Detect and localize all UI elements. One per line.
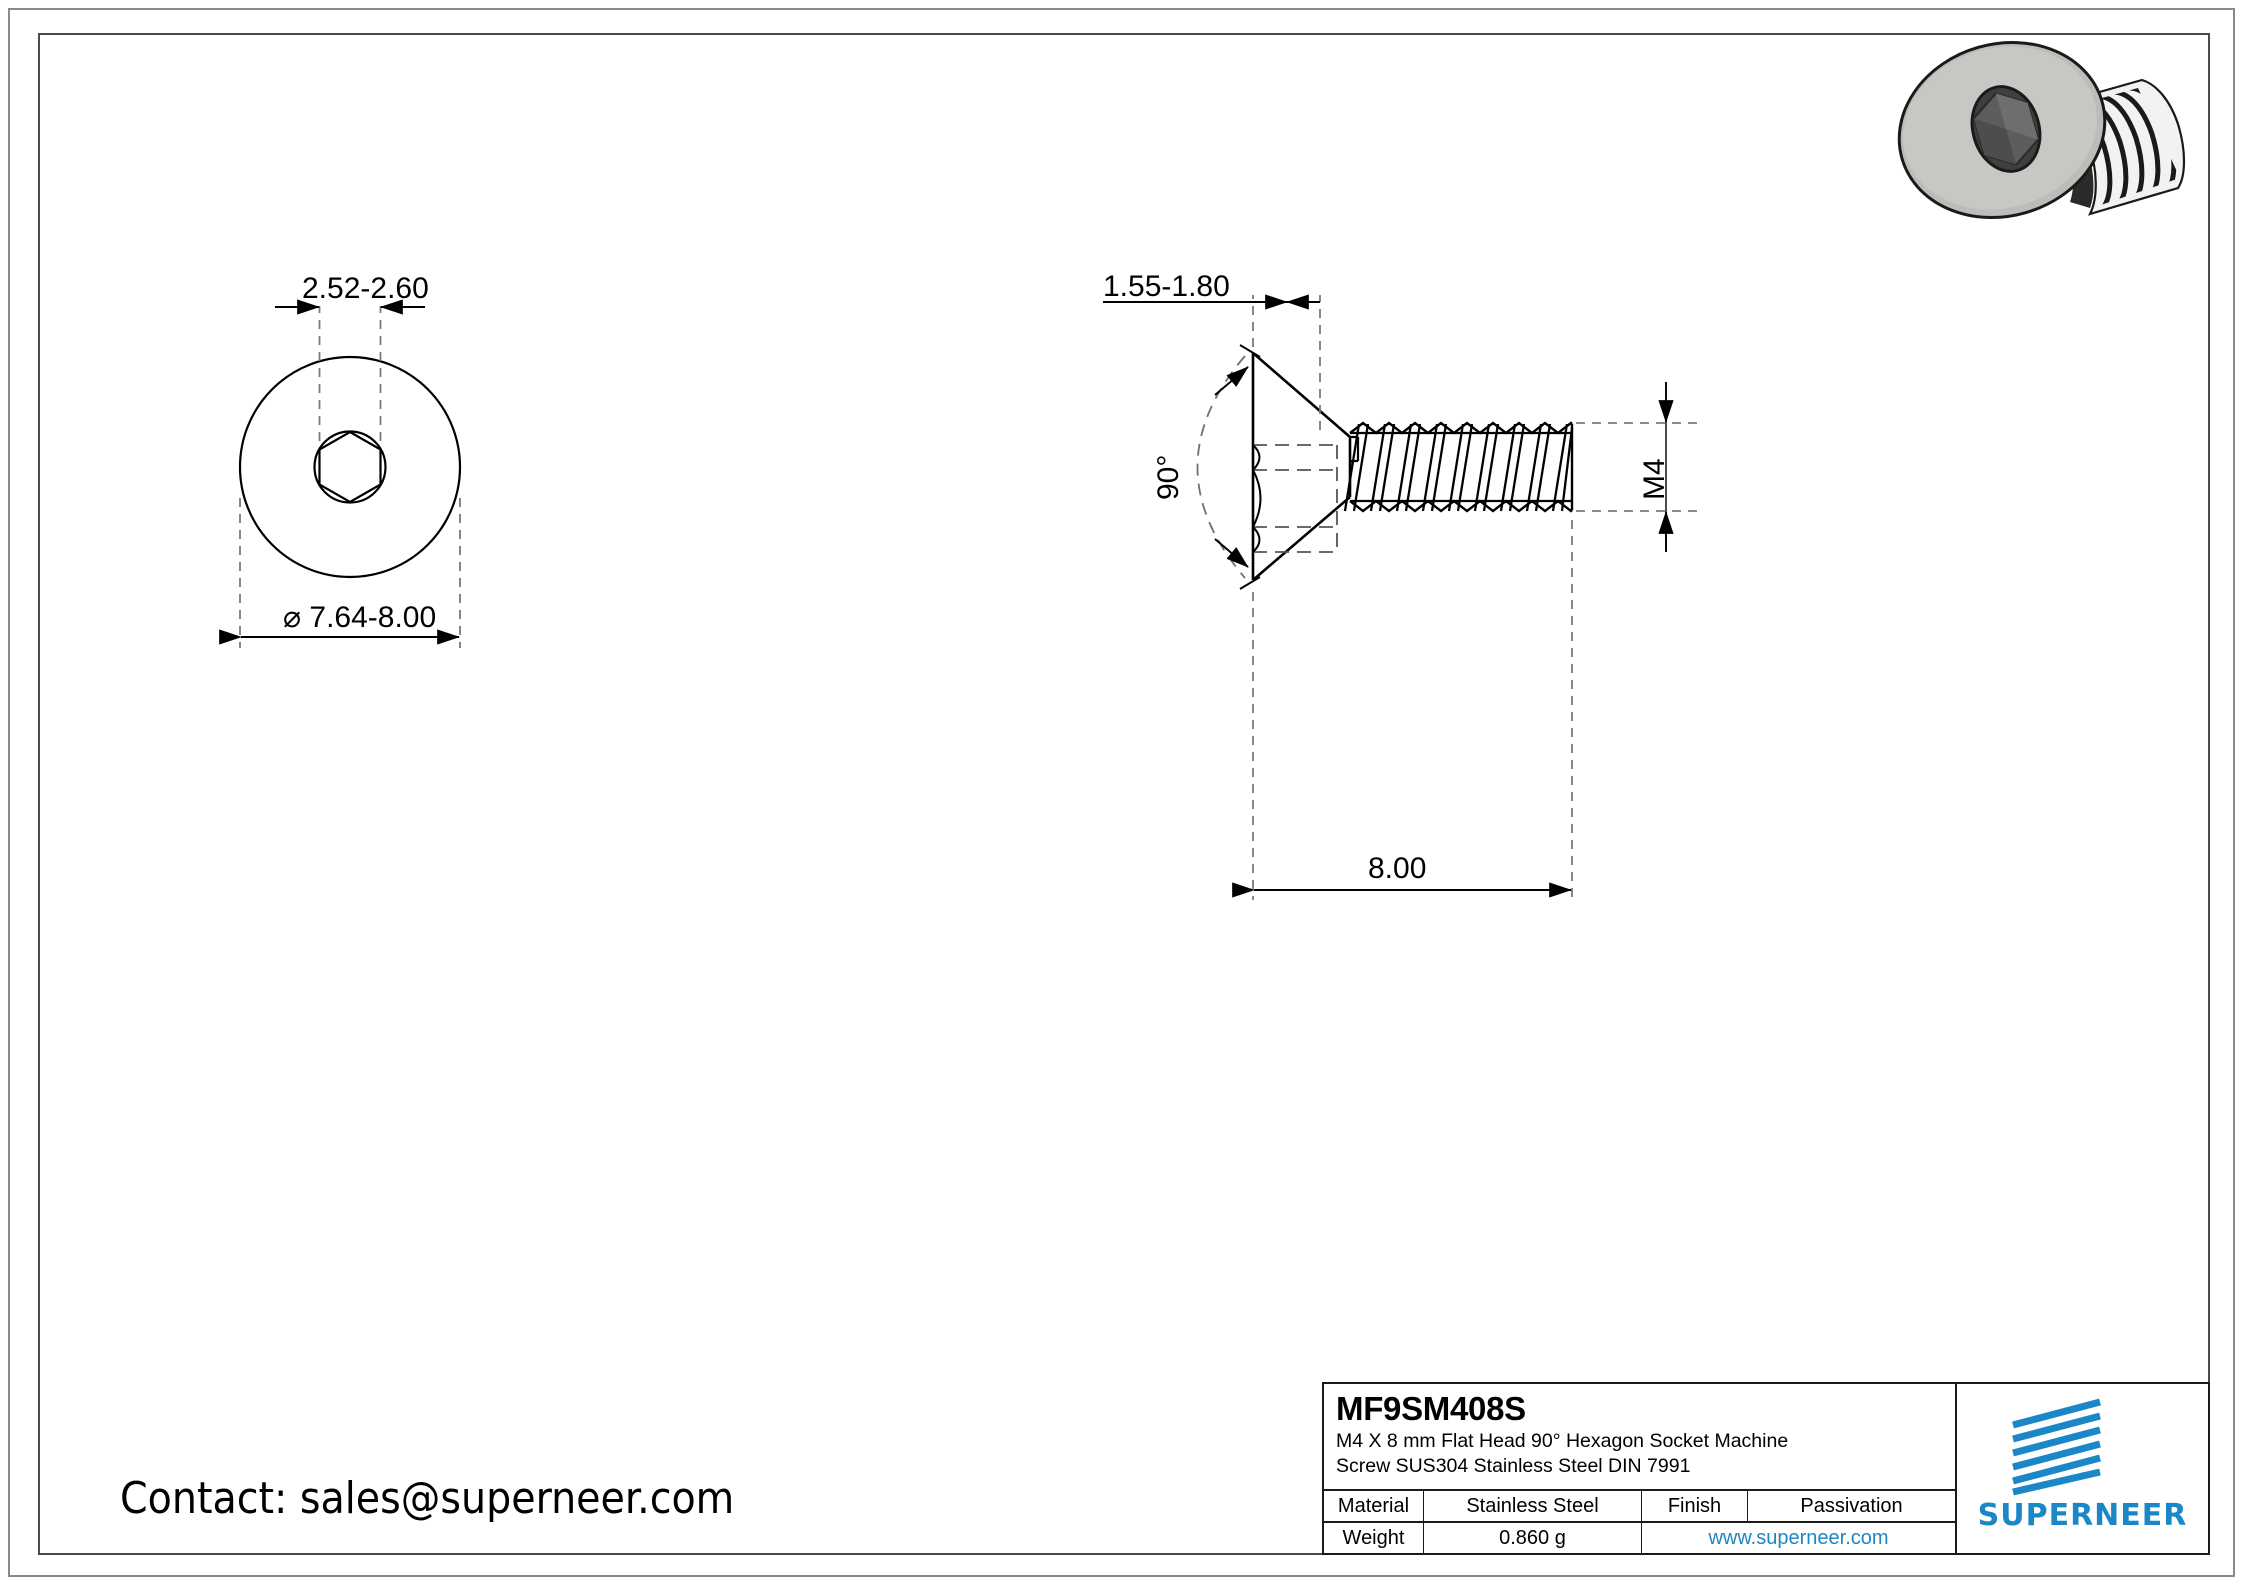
thread-size-label: M4 xyxy=(1638,458,1671,500)
socket-dimension-label: 2.52-2.60 xyxy=(302,272,429,305)
head-3d xyxy=(1897,41,2107,219)
screw-3d-render xyxy=(1897,41,2186,219)
description-line-1: M4 X 8 mm Flat Head 90° Hexagon Socket M… xyxy=(1336,1430,1789,1452)
superneer-wordmark: SUPERNEER xyxy=(1977,1498,2188,1533)
sheet-outer-border xyxy=(8,8,2235,1577)
top-view-geometry xyxy=(238,355,462,579)
head-height-dimension-label: 1.55-1.80 xyxy=(1103,270,1230,303)
socket-bottom-arcs xyxy=(1252,444,1262,553)
side-view-ext-lines-length xyxy=(1252,520,1573,900)
part-number: MF9SM408S xyxy=(1336,1390,1526,1427)
description-line-2: Screw SUS304 Stainless Steel DIN 7991 xyxy=(1336,1455,1691,1477)
head-diameter-dimension-label: ⌀ 7.64-8.00 xyxy=(283,601,437,634)
superneer-logo-icon xyxy=(2012,1398,2101,1496)
countersink-angle-label: 90° xyxy=(1152,454,1185,500)
contact-text: Contact: sales@superneer.com xyxy=(120,1473,735,1524)
countersink-angle-arc xyxy=(1196,355,1246,579)
side-view-geometry xyxy=(1251,352,1574,581)
socket-circle xyxy=(313,430,387,504)
title-block: MF9SM408S M4 X 8 mm Flat Head 90° Hexago… xyxy=(1322,1382,2210,1555)
material-row: Material Stainless Steel Finish Passivat… xyxy=(1324,1491,1955,1523)
length-dimension-label: 8.00 xyxy=(1368,852,1427,885)
socket-hidden-lines xyxy=(1253,444,1338,553)
weight-label: Weight xyxy=(1324,1523,1424,1553)
sheet-inner-border xyxy=(38,33,2210,1555)
side-view-ext-lines-thread xyxy=(1576,422,1700,512)
thread-profile-top xyxy=(1349,421,1573,435)
title-block-info: MF9SM408S M4 X 8 mm Flat Head 90° Hexago… xyxy=(1324,1384,1957,1553)
weight-value: 0.860 g xyxy=(1424,1523,1642,1553)
brand-logo: SUPERNEER xyxy=(1957,1384,2208,1553)
weight-row: Weight 0.860 g www.superneer.com xyxy=(1324,1523,1955,1553)
material-label: Material xyxy=(1324,1491,1424,1521)
thread-helix-flanks xyxy=(1343,423,1574,512)
side-view-ext-lines-headheight xyxy=(1252,295,1321,430)
head-outer-circle xyxy=(238,355,462,579)
top-view-ext-lines-diameter xyxy=(239,498,461,648)
thread-runout-step xyxy=(1350,435,1360,463)
finish-label: Finish xyxy=(1642,1491,1748,1521)
website-link[interactable]: www.superneer.com xyxy=(1708,1526,1889,1549)
finish-value: Passivation xyxy=(1800,1494,1903,1517)
top-view-ext-lines-socket xyxy=(318,306,382,441)
hex-socket xyxy=(318,430,382,504)
title-block-description: MF9SM408S M4 X 8 mm Flat Head 90° Hexago… xyxy=(1324,1384,1955,1491)
thread-profile-bottom xyxy=(1349,499,1573,513)
countersink-angle-arrows xyxy=(1214,366,1249,568)
material-value: Stainless Steel xyxy=(1424,1491,1642,1521)
